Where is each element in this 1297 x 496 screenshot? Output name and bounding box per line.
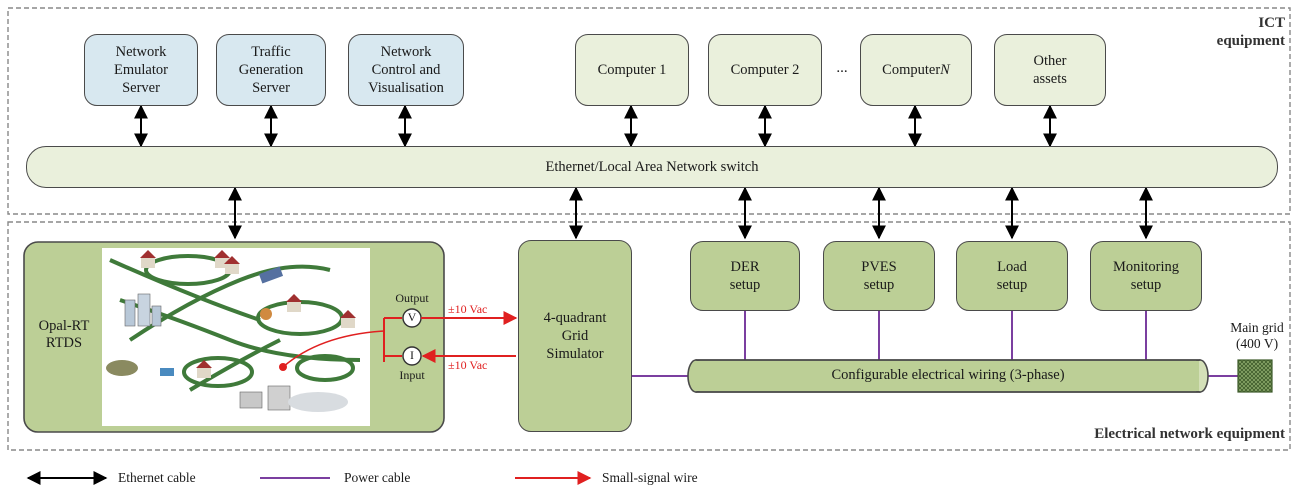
network-emulator-server: Network Emulator Server [84, 34, 198, 106]
input-label: Input [399, 368, 425, 382]
grid-model-buildings [106, 250, 356, 412]
legend-ethernet-label: Ethernet cable [118, 470, 196, 485]
voltage-symbol: V [407, 310, 417, 324]
load-setup: Load setup [956, 241, 1068, 311]
signal-node-dot [279, 363, 287, 371]
opal-rt-label: Opal-RT RTDS [38, 318, 90, 351]
electrical-region-label: Electrical network equipment [1094, 426, 1285, 442]
main-grid-label: Main grid (400 V) [1230, 320, 1284, 351]
signal-input-value: ±10 Vac [448, 358, 488, 372]
signal-output-value: ±10 Vac [448, 302, 488, 316]
signal-wire-model [282, 330, 385, 368]
der-setup: DER setup [690, 241, 800, 311]
computer-1: Computer 1 [575, 34, 689, 106]
computer-ellipsis: ... [836, 60, 848, 76]
wiring-cylinder [687, 359, 1209, 393]
other-assets: Other assets [994, 34, 1106, 106]
monitoring-setup: Monitoring setup [1090, 241, 1202, 311]
electrical-region [7, 221, 1291, 451]
pves-setup: PVES setup [823, 241, 935, 311]
computer-n-index: N [940, 61, 950, 78]
computer-n: Computer N [860, 34, 972, 106]
output-label: Output [395, 291, 429, 305]
traffic-generation-server: Traffic Generation Server [216, 34, 326, 106]
current-symbol: I [410, 348, 414, 362]
legend-power-label: Power cable [344, 470, 411, 485]
main-grid-symbol [1237, 359, 1273, 393]
wiring-label: Configurable electrical wiring (3-phase) [831, 367, 1065, 383]
legend-signal-label: Small-signal wire [602, 470, 698, 485]
ict-region-label: ICT equipment [1216, 15, 1285, 49]
grid-simulator: 4-quadrant Grid Simulator [518, 240, 632, 432]
ict-region [7, 7, 1291, 215]
computer-2: Computer 2 [708, 34, 822, 106]
network-control-visualisation: Network Control and Visualisation [348, 34, 464, 106]
current-meter [402, 346, 422, 366]
ethernet-lan-switch: Ethernet/Local Area Network switch [26, 146, 1278, 188]
